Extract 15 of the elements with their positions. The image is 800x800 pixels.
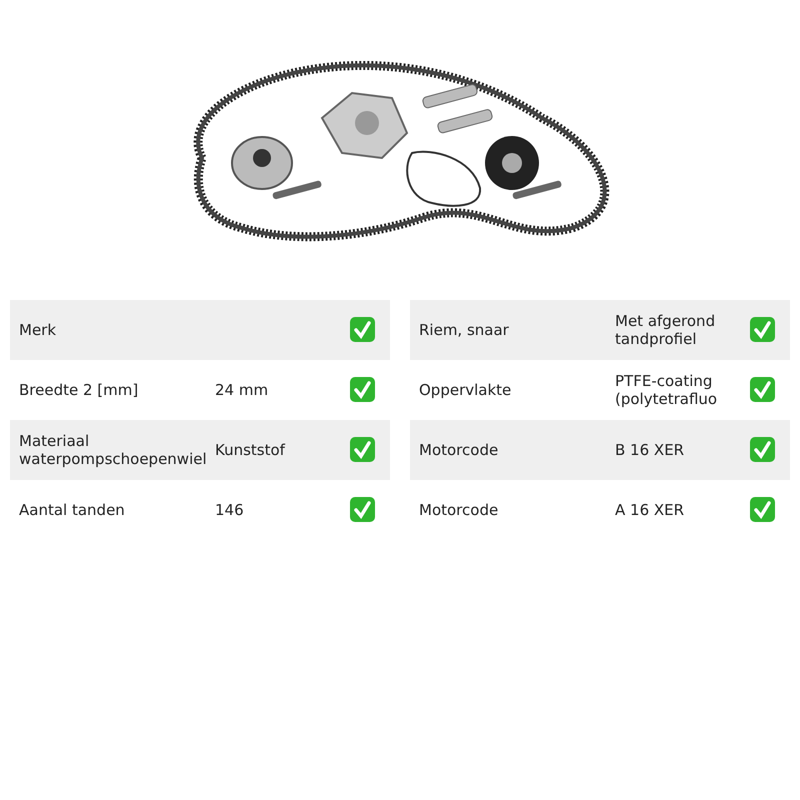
spec-value: B 16 XER <box>615 441 686 459</box>
spec-value: A 16 XER <box>615 501 686 519</box>
spec-label: Motorcode <box>419 441 500 459</box>
spec-label: Aantal tanden <box>19 501 126 519</box>
spec-value: Kunststof <box>215 441 286 459</box>
spec-value: 146 <box>215 501 245 519</box>
spec-label: Materiaal waterpompschoepenwiel <box>19 432 208 468</box>
spec-label: Riem, snaar <box>419 321 510 339</box>
spec-label: Merk <box>19 321 58 339</box>
spec-value: Met afgerond tandprofiel <box>615 312 716 348</box>
spec-value: 24 mm <box>215 381 270 399</box>
spec-label: Motorcode <box>419 501 500 519</box>
spec-label: Breedte 2 [mm] <box>19 381 140 399</box>
spec-label: Oppervlakte <box>419 381 512 399</box>
spec-value: PTFE-coating (polytetrafluo <box>615 372 718 408</box>
